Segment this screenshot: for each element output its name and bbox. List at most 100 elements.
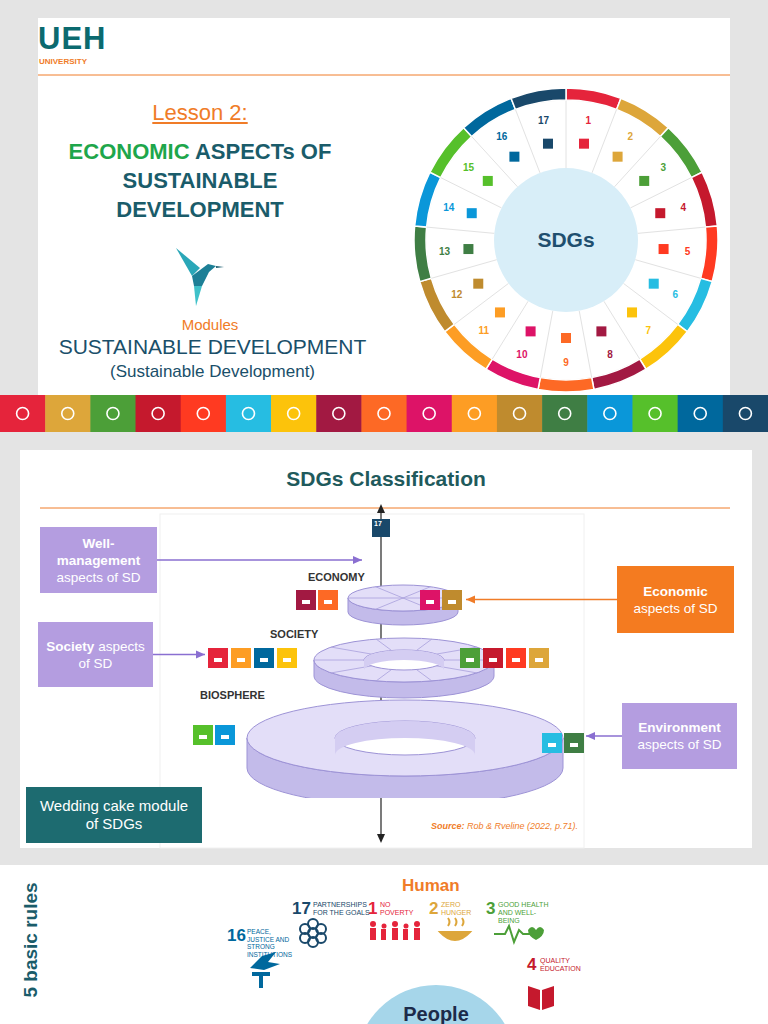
goal-caption: PEACE, JUSTICE AND STRONG INSTITUTIONS — [247, 928, 299, 958]
sdg-mini-glyph — [570, 743, 578, 747]
wheel-spoke — [454, 283, 508, 324]
box-heading: Economic — [643, 584, 708, 599]
box-heading: Society — [46, 639, 94, 654]
goal-caption: QUALITY EDUCATION — [540, 957, 586, 973]
wheel-icon — [655, 208, 665, 218]
wheel-spoke — [635, 260, 700, 279]
sdg-mini-icon — [420, 590, 440, 610]
decoration — [528, 986, 540, 1010]
wheel-icon — [639, 176, 649, 186]
sdg-strip-glyph — [288, 408, 300, 420]
layer-name: SOCIETY — [270, 628, 318, 640]
layer-top — [247, 700, 563, 776]
sdg-mini-icon — [231, 648, 251, 668]
sdg-strip-glyph — [649, 408, 661, 420]
sdg-mini-glyph — [426, 600, 434, 604]
goal-number: 4 — [527, 955, 536, 975]
goal-number: 16 — [227, 926, 246, 946]
sdg-number: 4 — [681, 201, 687, 212]
lesson-number: Lesson 2: — [80, 100, 320, 126]
sdg-strip-tile — [316, 395, 362, 432]
decoration — [404, 924, 409, 929]
sdg-strip-tile — [361, 395, 407, 432]
connector-arrow — [586, 735, 622, 737]
sdg-number: 15 — [463, 161, 474, 172]
layer-name: BIOSPHERE — [200, 689, 265, 701]
connector-arrow — [153, 654, 205, 656]
sdg-strip-glyph — [739, 408, 751, 420]
sdg-mini-glyph — [512, 658, 520, 662]
module-title: SUSTAINABLE DEVELOPMENT — [40, 335, 385, 359]
sdg-strip-glyph — [378, 408, 390, 420]
sdg-mini-glyph — [283, 658, 291, 662]
wheel-icon — [495, 307, 505, 317]
box-text: Society aspects of SD — [44, 638, 147, 672]
sdg-strip-glyph — [514, 408, 526, 420]
wheel-segment — [486, 359, 540, 389]
decoration — [300, 924, 310, 934]
sdg-strip-tile — [136, 395, 182, 432]
wheel-icon — [467, 208, 477, 218]
goal-number: 3 — [486, 899, 495, 919]
aspect-box: Environment aspects of SD — [622, 703, 737, 769]
sdg-strip-tile — [678, 395, 724, 432]
sdg-mini-icon — [460, 648, 480, 668]
wheel-spoke — [604, 301, 640, 359]
sdg-mini-glyph — [535, 658, 543, 662]
wheel-segment — [691, 172, 717, 227]
sdg-mini-glyph — [324, 600, 332, 604]
sdg-strip-tile — [0, 395, 46, 432]
sdg-strip-glyph — [604, 408, 616, 420]
logo-subtext: UNIVERSITY — [39, 57, 87, 66]
decoration — [392, 928, 398, 940]
layer-hole-wall — [335, 721, 475, 755]
wheel-segment — [464, 98, 516, 136]
sdg-mini-icon — [296, 590, 316, 610]
wheel-icon — [649, 279, 659, 289]
sdg-number: 10 — [516, 348, 527, 359]
circle-text: People — [356, 1003, 516, 1024]
decoration — [414, 928, 420, 940]
wheel-icon — [659, 244, 669, 254]
wheel-segment — [414, 226, 431, 282]
sdg-mini-icon — [506, 648, 526, 668]
wheel-spoke — [540, 311, 552, 378]
sdg-strip-glyph — [242, 408, 254, 420]
logo-text: UEH — [38, 21, 106, 57]
sdg-mini-icon — [442, 590, 462, 610]
lesson-title-part: ECONOMIC — [69, 139, 190, 164]
sdg-strip-tile — [542, 395, 588, 432]
decoration — [448, 918, 464, 926]
sdg-mini-icon — [564, 733, 584, 753]
wheel-spoke — [566, 100, 567, 168]
sdg-mini-glyph — [448, 600, 456, 604]
sdg-mini-glyph — [466, 658, 474, 662]
sdg-strip-glyph — [107, 408, 119, 420]
aspect-box: Well-management aspects of SD — [40, 527, 157, 593]
decoration — [252, 972, 270, 976]
wheel-segment — [678, 278, 712, 331]
wheel-segment — [660, 128, 702, 178]
axis-arrowhead — [377, 504, 385, 513]
wheel-icon — [463, 244, 473, 254]
box-text: Environment aspects of SD — [628, 719, 731, 753]
wheel-icon — [473, 279, 483, 289]
wheel-spoke — [592, 109, 617, 172]
source-note-part: Rob & Rveline (2022, p.71). — [467, 821, 578, 831]
wheel-icon — [543, 139, 553, 149]
sdg-number: 3 — [661, 161, 667, 172]
layer-slice — [416, 639, 431, 650]
sdg-number: 14 — [443, 201, 454, 212]
aspect-box: Economic aspects of SD — [617, 566, 734, 633]
sdg-strip-glyph — [423, 408, 435, 420]
header-rule — [38, 75, 730, 76]
sdg-strip-glyph — [197, 408, 209, 420]
wheel-spoke — [431, 260, 496, 279]
layer-slice — [416, 670, 431, 681]
bird-tail — [194, 286, 202, 306]
sdg-strip-tile — [587, 395, 633, 432]
sdg-number: 1 — [586, 115, 592, 126]
cake-layer: BIOSPHERE — [190, 683, 586, 798]
wheel-segment — [592, 359, 646, 389]
